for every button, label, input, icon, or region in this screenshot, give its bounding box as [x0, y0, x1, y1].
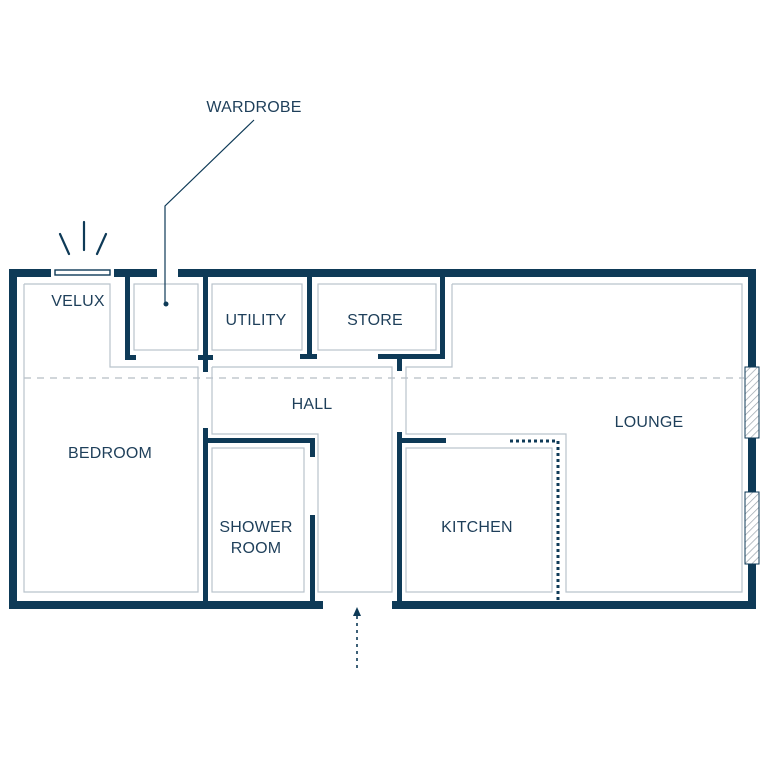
lounge-label: LOUNGE	[615, 414, 684, 431]
kitchen-label: KITCHEN	[441, 519, 513, 536]
lounge-window-lower	[744, 491, 760, 565]
outer-walls	[9, 269, 756, 609]
wardrobe-label: WARDROBE	[206, 99, 301, 116]
light-rays-icon	[58, 220, 108, 256]
entrance-arrow-icon	[353, 607, 361, 668]
shower-room-label-line1: SHOWER	[219, 519, 292, 536]
room-outlines	[23, 283, 743, 593]
kitchen-open-edge	[510, 439, 560, 600]
velux-label: VELUX	[51, 293, 105, 310]
velux-window	[54, 269, 111, 276]
wardrobe-callout-leader	[163, 119, 255, 307]
lounge-window-upper	[744, 366, 760, 439]
utility-label: UTILITY	[226, 312, 287, 329]
hall-label: HALL	[292, 396, 333, 413]
bedroom-label: BEDROOM	[68, 445, 152, 462]
shower-room-label-line2: ROOM	[231, 540, 282, 557]
store-label: STORE	[347, 312, 403, 329]
interior-walls	[125, 277, 446, 609]
